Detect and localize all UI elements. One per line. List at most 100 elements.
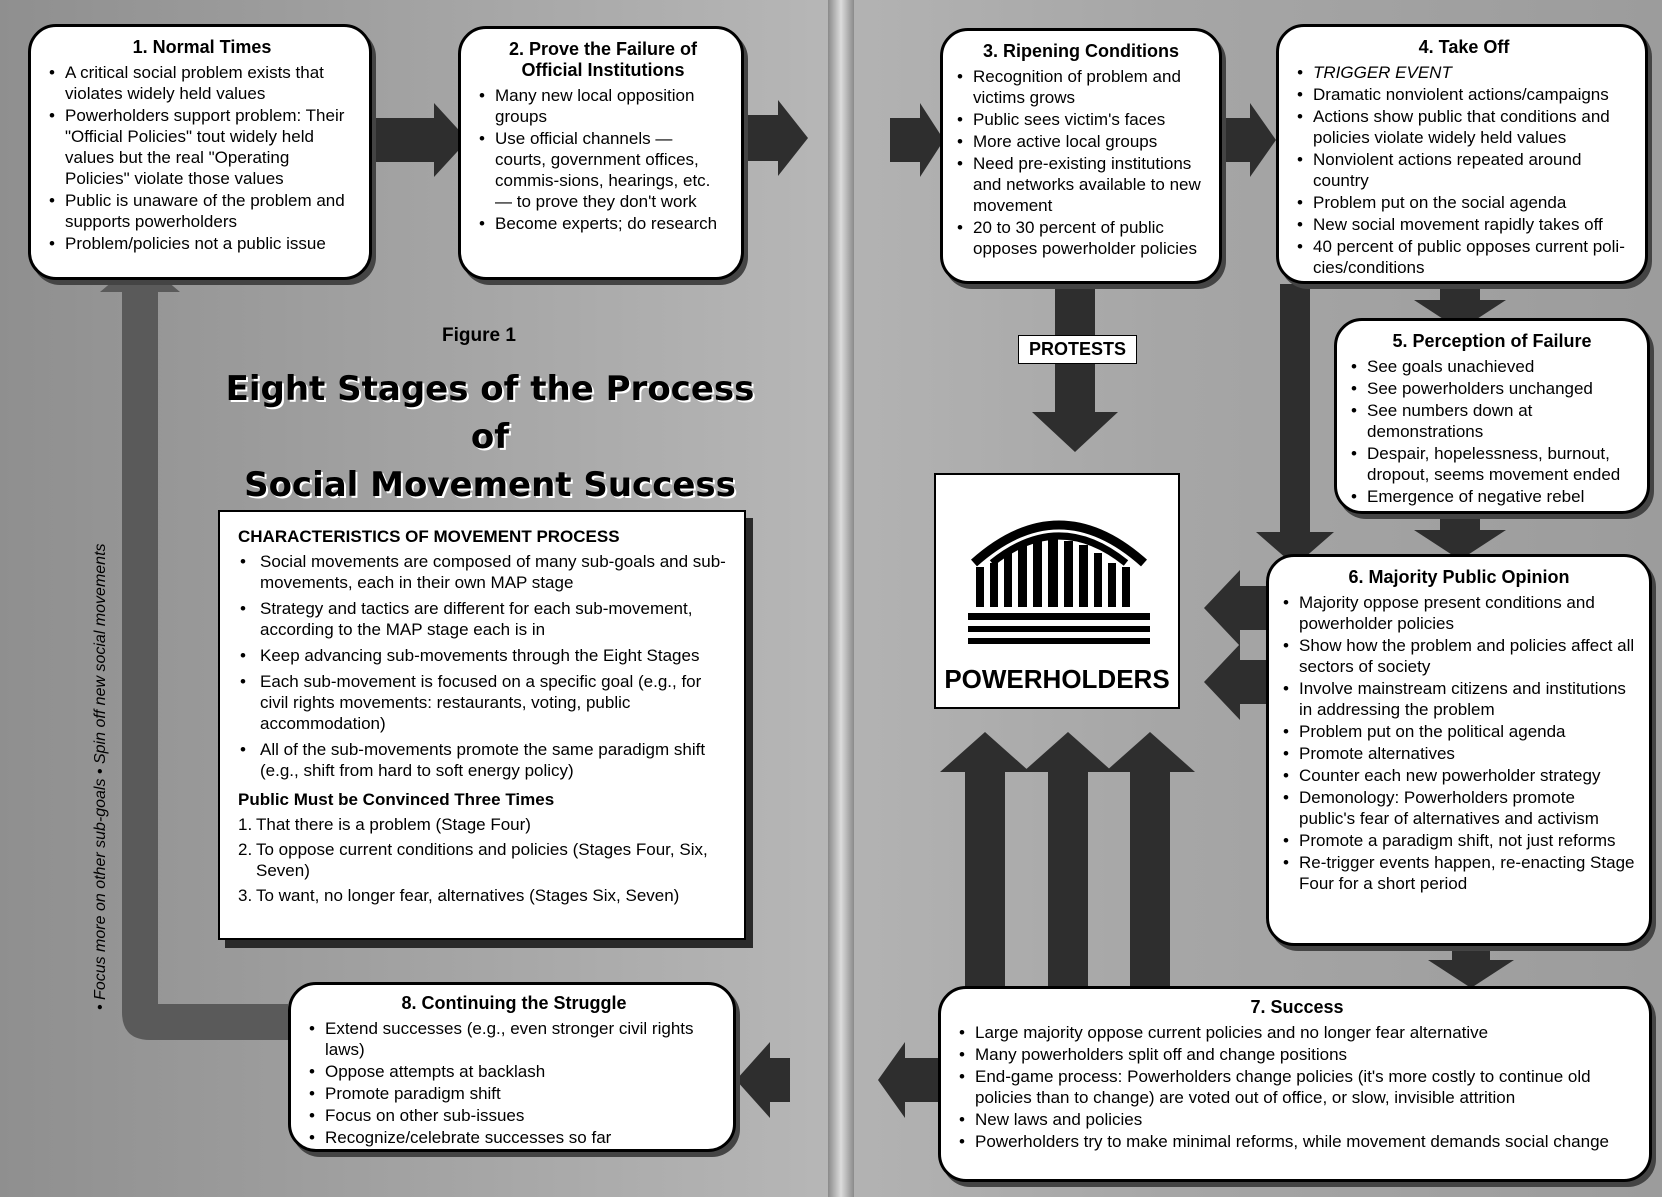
stage-item: Emergence of negative rebel [1351, 486, 1633, 507]
stage-2-box: 2. Prove the Failure of Official Institu… [458, 26, 744, 280]
stage-title: 6. Majority Public Opinion [1348, 567, 1570, 587]
stage-item: End-game process: Powerholders change po… [959, 1066, 1635, 1108]
stage-item: TRIGGER EVENT [1297, 62, 1631, 83]
stage-8-box: 8. Continuing the Struggle Extend succes… [288, 982, 736, 1152]
stage-item: A critical social problem exists that vi… [49, 62, 355, 104]
stage-4-box: 4. Take Off TRIGGER EVENT Dramatic nonvi… [1276, 24, 1648, 284]
characteristics-item: Social movements are composed of many su… [238, 551, 728, 593]
public-item-number: 1. [238, 815, 253, 834]
stage-item: Promote alternatives [1283, 743, 1635, 764]
arrow-into-3 [890, 103, 944, 177]
stage-item: Despair, hopelessness, burnout, dropout,… [1351, 443, 1633, 485]
stage-item: See numbers down at demonstrations [1351, 400, 1633, 442]
stage-item: Powerholders try to make minimal reforms… [959, 1131, 1635, 1152]
stage-item: Many new local opposition groups [479, 85, 727, 127]
stage-item: Focus on other sub-issues [309, 1105, 719, 1126]
public-item-text: To oppose current conditions and policie… [256, 840, 708, 880]
arrow-into-8 [736, 1042, 790, 1118]
stage-item: Extend successes (e.g., even stronger ci… [309, 1018, 719, 1060]
stage-item: Problem/policies not a public issue [49, 233, 355, 254]
characteristics-item: Keep advancing sub-movements through the… [238, 645, 728, 666]
arrow-6-to-powerholders-1 [1204, 570, 1275, 646]
main-title-line-1: Eight Stages of the Process of [225, 369, 755, 457]
arrow-6-to-powerholders-2 [1204, 644, 1275, 720]
main-title-line-2: Social Movement Success [244, 465, 736, 505]
arrow-3-to-powerholders [1032, 284, 1118, 452]
stage-item: Powerholders support problem: Their "Off… [49, 105, 355, 189]
stage-title: 7. Success [1250, 997, 1344, 1017]
stage-item: 20 to 30 percent of public opposes power… [957, 217, 1205, 259]
arrow-1-to-2 [372, 103, 468, 177]
stage-item: Dramatic nonviolent actions/campaigns [1297, 84, 1631, 105]
public-item-number: 2. [238, 840, 253, 859]
arrow-2-out [742, 100, 808, 176]
stage-title: 8. Continuing the Struggle [401, 993, 627, 1013]
stage-item: Recognize/celebrate successes so far [309, 1127, 719, 1148]
stage-item: Promote a paradigm shift, not just refor… [1283, 830, 1635, 851]
stage-title: 2. Prove the Failure of Official Institu… [508, 39, 698, 80]
stage-title: 5. Perception of Failure [1392, 331, 1592, 351]
stage-item: Counter each new powerholder strategy [1283, 765, 1635, 786]
stage-item: New laws and policies [959, 1109, 1635, 1130]
stage-item: Public is unaware of the problem and sup… [49, 190, 355, 232]
stage-item: See goals unachieved [1351, 356, 1633, 377]
stage-item: Show how the problem and policies affect… [1283, 635, 1635, 677]
arrow-8-to-1 [100, 258, 288, 1040]
arrow-4-to-6 [1256, 284, 1334, 566]
powerholders-label: POWERHOLDERS [944, 664, 1170, 694]
arrow-3-to-4 [1222, 103, 1276, 177]
public-item-text: To want, no longer fear, alternatives (S… [256, 886, 680, 905]
arrow-4-to-5 [1414, 284, 1506, 330]
stage-item: Demonology: Powerholders promote public'… [1283, 787, 1635, 829]
arrow-7-to-left [878, 1042, 940, 1118]
public-item-number: 3. [238, 886, 253, 905]
arrow-5-to-6 [1414, 512, 1506, 560]
stage-1-box: 1. Normal Times A critical social proble… [28, 24, 372, 280]
public-item-text: That there is a problem (Stage Four) [256, 815, 531, 834]
stage-3-box: 3. Ripening Conditions Recognition of pr… [940, 28, 1222, 284]
public-item: 1.That there is a problem (Stage Four) [238, 814, 728, 835]
public-item: 3.To want, no longer fear, alternatives … [238, 885, 728, 906]
book-gutter [828, 0, 854, 1197]
stage-7-box: 7. Success Large majority oppose current… [938, 986, 1652, 1182]
stage-item: Majority oppose present conditions and p… [1283, 592, 1635, 634]
stage-item: Re-trigger events happen, re-enacting St… [1283, 852, 1635, 894]
arrow-7-up-3 [1105, 732, 1195, 990]
stage-item: Problem put on the political agenda [1283, 721, 1635, 742]
stage-item: Public sees victim's faces [957, 109, 1205, 130]
public-heading: Public Must be Convinced Three Times [238, 790, 555, 809]
characteristics-box: CHARACTERISTICS OF MOVEMENT PROCESS Soci… [218, 510, 746, 940]
stage-item: Promote paradigm shift [309, 1083, 719, 1104]
stage-item: Large majority oppose current policies a… [959, 1022, 1635, 1043]
arrow-7-up-2 [1023, 732, 1113, 990]
arrow-6-to-7 [1428, 945, 1514, 988]
stage-title: 3. Ripening Conditions [983, 41, 1179, 61]
characteristics-item: All of the sub-movements promote the sam… [238, 739, 728, 781]
arrow-7-up-1 [940, 732, 1030, 990]
stage-item: Need pre-existing institutions and netwo… [957, 153, 1205, 216]
stage-item: Use official channels — courts, governme… [479, 128, 727, 212]
stage-item: See powerholders unchanged [1351, 378, 1633, 399]
stage-item: Become experts; do research [479, 213, 727, 234]
public-item: 2.To oppose current conditions and polic… [238, 839, 728, 881]
stage-item: Nonviolent actions repeated around count… [1297, 149, 1631, 191]
main-title: Eight Stages of the Process of Social Mo… [210, 365, 770, 509]
protests-label: PROTESTS [1018, 335, 1138, 364]
characteristics-item: Strategy and tactics are different for e… [238, 598, 728, 640]
stage-item: Actions show public that conditions and … [1297, 106, 1631, 148]
side-note: • Focus more on other sub-goals • Spin o… [92, 543, 109, 1010]
stage-item: More active local groups [957, 131, 1205, 152]
stage-title: 1. Normal Times [132, 37, 272, 57]
characteristics-heading: CHARACTERISTICS OF MOVEMENT PROCESS [238, 527, 620, 546]
stage-item: Oppose attempts at backlash [309, 1061, 719, 1082]
characteristics-item: Each sub-movement is focused on a specif… [238, 671, 728, 734]
stage-item: Many powerholders split off and change p… [959, 1044, 1635, 1065]
stage-item: New social movement rapidly takes off [1297, 214, 1631, 235]
figure-label: Figure 1 [442, 325, 516, 346]
stage-item: Involve mainstream citizens and institut… [1283, 678, 1635, 720]
stage-item: 40 percent of public opposes current pol… [1297, 236, 1631, 278]
powerholders-box: POWERHOLDERS [934, 473, 1180, 709]
stage-5-box: 5. Perception of Failure See goals unach… [1334, 318, 1650, 514]
stage-6-box: 6. Majority Public Opinion Majority oppo… [1266, 554, 1652, 946]
